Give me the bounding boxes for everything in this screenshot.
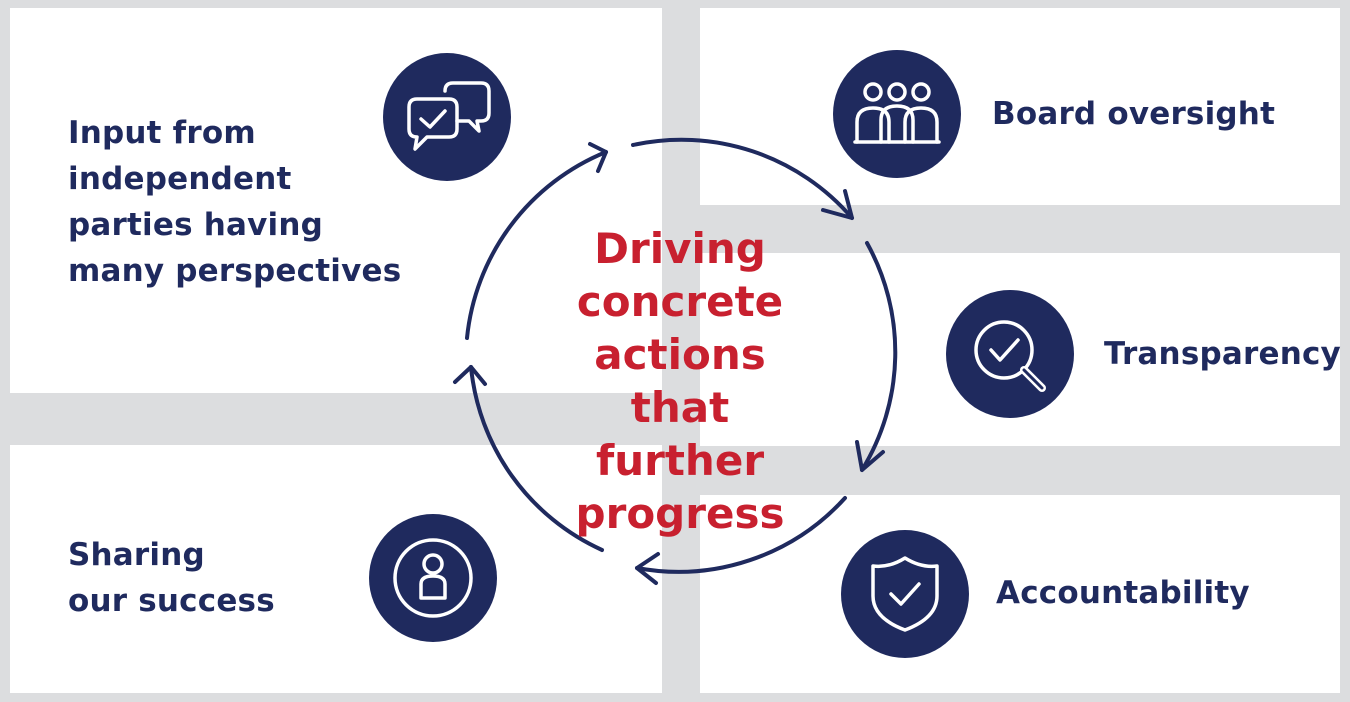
center-statement: Driving concrete actions that further pr…: [575, 224, 785, 538]
cycle-arrowhead-bottom: [635, 552, 660, 585]
panel-sharing: [10, 445, 662, 693]
panel-input: [10, 8, 662, 393]
cycle-arrowhead-upper-left: [588, 142, 608, 173]
chat-bubbles-check-icon: [383, 53, 511, 181]
label-sharing-our-success: Sharing our success: [68, 537, 275, 619]
panel-board: [700, 8, 1340, 205]
cycle-arc-left: [469, 365, 604, 552]
cycle-arc-top-right: [631, 137, 854, 220]
label-input-from-independent-parties: Input from independent parties having ma…: [68, 115, 402, 289]
cycle-arc-upper-left: [465, 150, 608, 340]
cycle-arc-right: [860, 241, 898, 472]
magnifier-check-icon: [946, 290, 1074, 418]
label-transparency: Transparency: [1104, 336, 1341, 372]
panel-accountability: [700, 495, 1340, 693]
label-board-oversight: Board oversight: [992, 96, 1276, 132]
person-badge-icon: [369, 514, 497, 642]
cycle-arrowhead-right: [855, 440, 885, 472]
label-accountability: Accountability: [996, 575, 1250, 611]
cycle-arrowhead-left: [453, 365, 487, 386]
cycle-arc-bottom: [635, 496, 847, 574]
people-group-icon: [833, 50, 961, 178]
shield-check-icon: [841, 530, 969, 658]
cycle-arrowhead-top-right: [821, 189, 854, 220]
